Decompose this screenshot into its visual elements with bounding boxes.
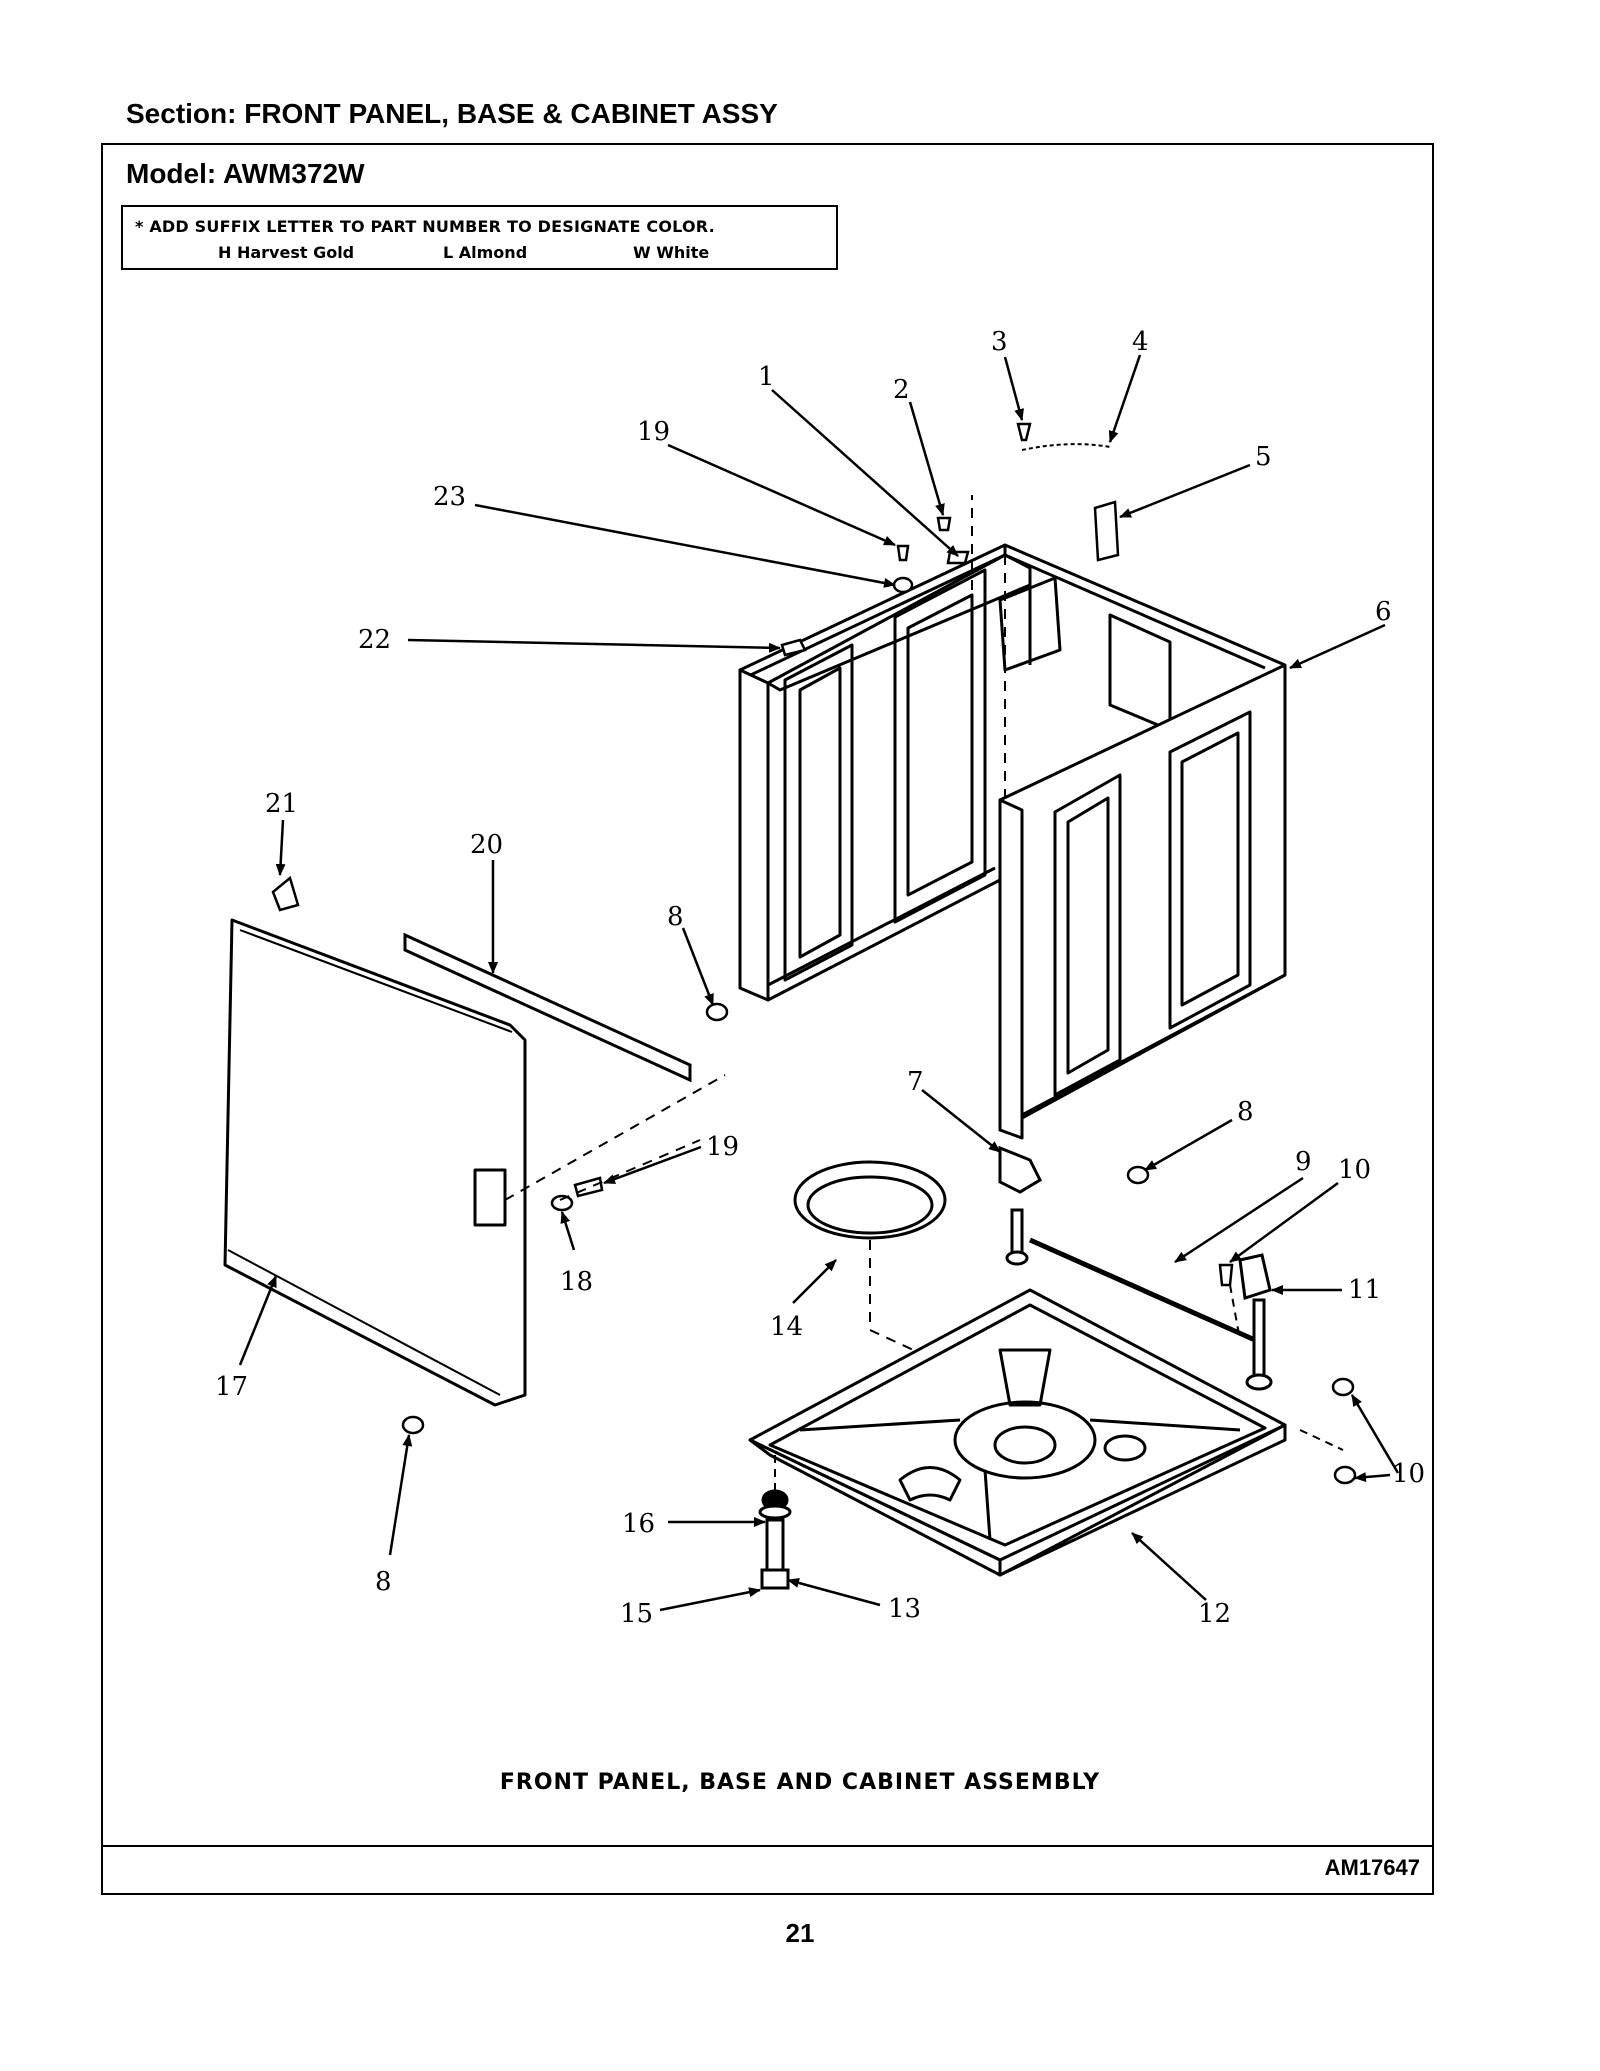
callout-6: 6	[1375, 597, 1392, 627]
screw-10-top	[1218, 1263, 1234, 1287]
screw-19-top	[896, 544, 910, 562]
callout-17: 17	[215, 1372, 248, 1402]
page-number: 21	[785, 1918, 815, 1948]
pad-1	[946, 550, 970, 565]
rod-9	[1028, 1237, 1257, 1343]
callout-23: 23	[433, 482, 466, 512]
callout-13: 13	[888, 1594, 921, 1624]
screw-19-bottom	[573, 1176, 604, 1198]
callout-9: 9	[1295, 1147, 1312, 1177]
assembly-title: FRONT PANEL, BASE AND CABINET ASSEMBLY	[499, 1770, 1101, 1795]
callout-20: 20	[470, 830, 503, 860]
bracket-11	[1238, 1253, 1273, 1391]
footer-divider	[101, 1845, 1434, 1847]
screw-2	[936, 516, 952, 532]
leveling-leg	[758, 1489, 792, 1590]
wire-4	[1021, 443, 1111, 451]
washer-18	[550, 1194, 574, 1212]
screw-10-right-a	[1331, 1377, 1355, 1397]
bracket-7	[998, 1145, 1042, 1266]
section-title: Section: FRONT PANEL, BASE & CABINET ASS…	[126, 98, 778, 129]
cabinet	[738, 495, 1286, 1100]
side-panel-right	[998, 663, 1287, 1140]
front-brace	[403, 932, 692, 1083]
screw-3	[1016, 422, 1032, 442]
callout-21: 21	[265, 789, 298, 819]
base-frame	[748, 1288, 1287, 1577]
screw-10-right-b	[1333, 1465, 1357, 1485]
diagram-frame	[101, 143, 1434, 1895]
callout-4: 4	[1132, 327, 1149, 357]
assembly-line-front	[504, 1074, 726, 1201]
callout-2: 2	[893, 375, 910, 405]
callout-19-top: 19	[637, 417, 670, 447]
pad-22	[780, 638, 807, 657]
callout-14: 14	[770, 1312, 803, 1342]
callout-8-right: 8	[1237, 1097, 1254, 1127]
hardware	[271, 422, 1357, 1485]
callout-10-top: 10	[1338, 1155, 1371, 1185]
callout-22: 22	[358, 625, 391, 655]
screw-8-right	[1126, 1165, 1150, 1185]
document-code: AM17647	[1324, 1855, 1420, 1880]
clip-5	[1093, 500, 1120, 562]
callout-8-left: 8	[667, 902, 684, 932]
callout-10-right: 10	[1392, 1459, 1425, 1489]
model-title: Model: AWM372W	[126, 158, 365, 189]
front-panel	[223, 918, 527, 1407]
callout-12: 12	[1198, 1599, 1231, 1629]
callout-7: 7	[907, 1067, 924, 1097]
screw-8-left	[705, 1002, 729, 1022]
callout-8-bottom: 8	[375, 1567, 392, 1597]
color-option-white: W White	[633, 243, 710, 262]
callout-11: 11	[1348, 1275, 1381, 1305]
clip-21	[271, 875, 300, 912]
suffix-note-text: * ADD SUFFIX LETTER TO PART NUMBER TO DE…	[135, 217, 715, 236]
color-option-harvest-gold: H Harvest Gold	[218, 243, 355, 262]
callout-1: 1	[758, 362, 775, 392]
tub-ring	[793, 1160, 947, 1240]
callout-18: 18	[560, 1267, 593, 1297]
callout-5: 5	[1255, 442, 1272, 472]
callout-19-bottom: 19	[706, 1132, 739, 1162]
callout-3: 3	[991, 327, 1008, 357]
leader-arrows	[238, 354, 1400, 1612]
suffix-note-box: * ADD SUFFIX LETTER TO PART NUMBER TO DE…	[121, 205, 838, 270]
callout-16: 16	[622, 1509, 655, 1539]
washer-23	[892, 576, 914, 594]
color-option-almond: L Almond	[443, 243, 528, 262]
callout-labels: 1 2 3 4 5 6 7 8 8 8 9 10 10 11 12 13 14 …	[215, 327, 1425, 1629]
callout-15: 15	[620, 1599, 653, 1629]
screw-8-bottom	[401, 1415, 425, 1435]
